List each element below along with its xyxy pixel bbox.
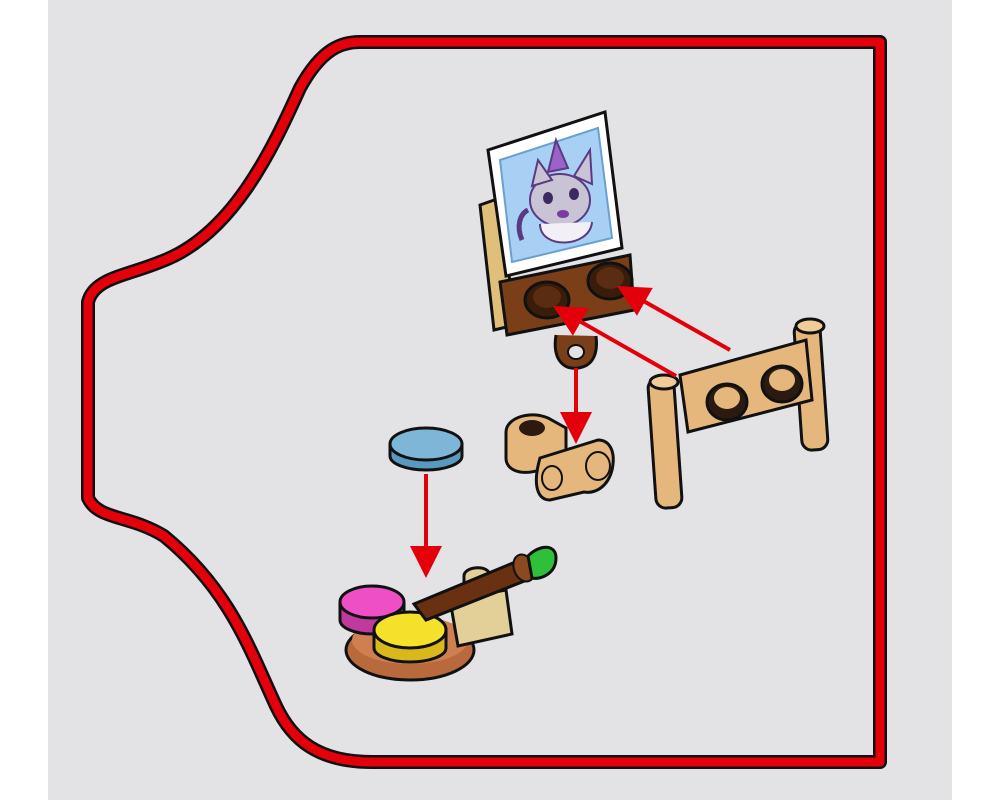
bar-holder-with-clip	[646, 317, 830, 510]
picture-tile-cat	[486, 110, 624, 278]
subassembly-frame-red	[83, 37, 885, 767]
arrow-bar-to-easel-right	[617, 286, 731, 352]
easel-stand	[478, 195, 636, 370]
arrow-bar-to-easel-left	[553, 306, 677, 378]
clip-plate	[504, 413, 615, 502]
assembly-arrows	[410, 286, 731, 578]
paintbrush	[411, 545, 558, 622]
round-tile-light-blue	[388, 426, 464, 472]
